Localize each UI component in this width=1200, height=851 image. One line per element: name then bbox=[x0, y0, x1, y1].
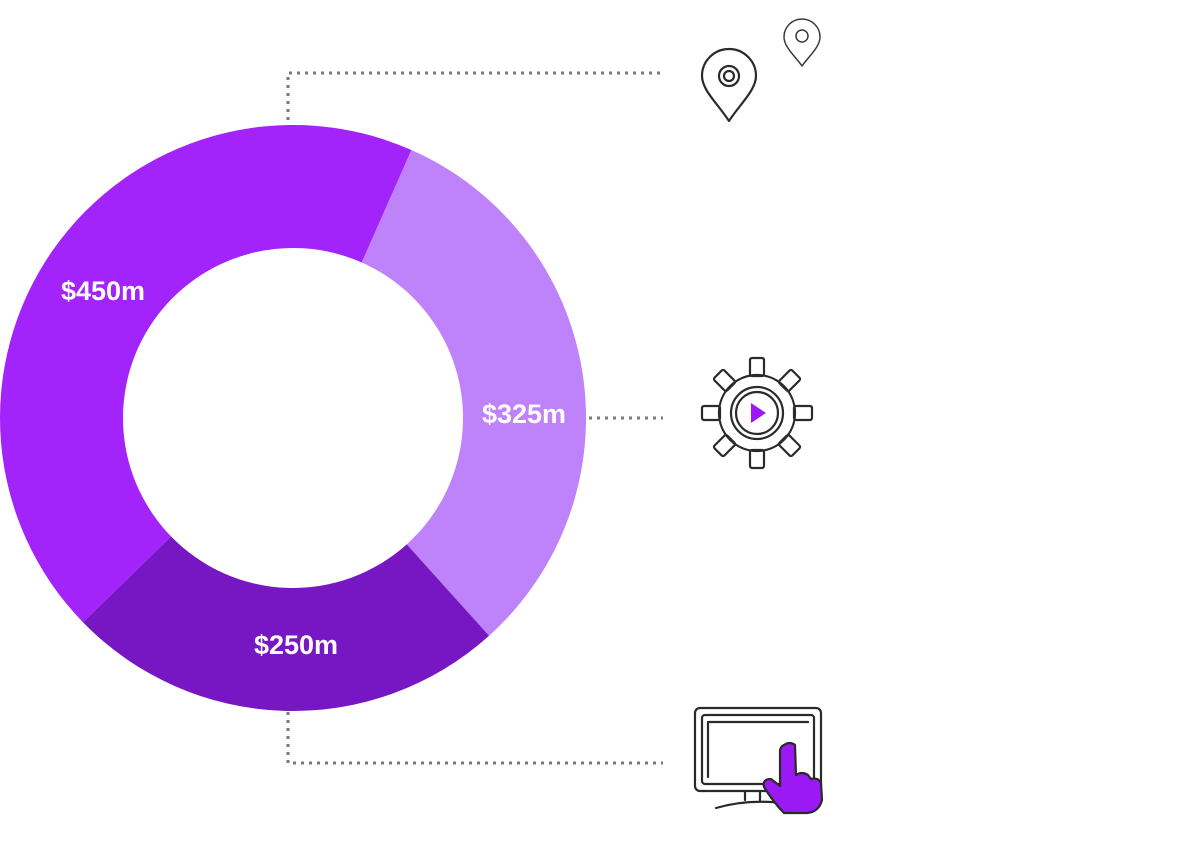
gear-tooth bbox=[792, 404, 814, 422]
gear-tooth bbox=[777, 433, 802, 458]
gear-tooth bbox=[700, 404, 722, 422]
gear-play-icon bbox=[700, 356, 814, 470]
gear-tooth bbox=[777, 368, 802, 393]
gear-tooth bbox=[712, 368, 737, 393]
gear-tooth bbox=[748, 356, 766, 378]
donut-slice-250 bbox=[82, 536, 490, 711]
play-icon bbox=[751, 403, 766, 423]
slice-label-250: $250m bbox=[254, 630, 338, 660]
leader-line-location bbox=[286, 71, 663, 120]
donut-slice-450 bbox=[0, 125, 412, 623]
small-location-pin-icon bbox=[783, 18, 821, 67]
location-pin-icon bbox=[700, 47, 758, 123]
slice-label-450: $450m bbox=[61, 276, 145, 306]
donut-slice-325 bbox=[361, 150, 586, 636]
donut-slices bbox=[0, 125, 586, 711]
gear-tooth bbox=[712, 433, 737, 458]
slice-label-325: $325m bbox=[482, 399, 566, 429]
touch-screen-icon bbox=[693, 706, 824, 815]
leader-line-screen bbox=[286, 712, 663, 765]
hand-pointer-icon bbox=[762, 741, 824, 815]
gear-tooth bbox=[748, 448, 766, 470]
